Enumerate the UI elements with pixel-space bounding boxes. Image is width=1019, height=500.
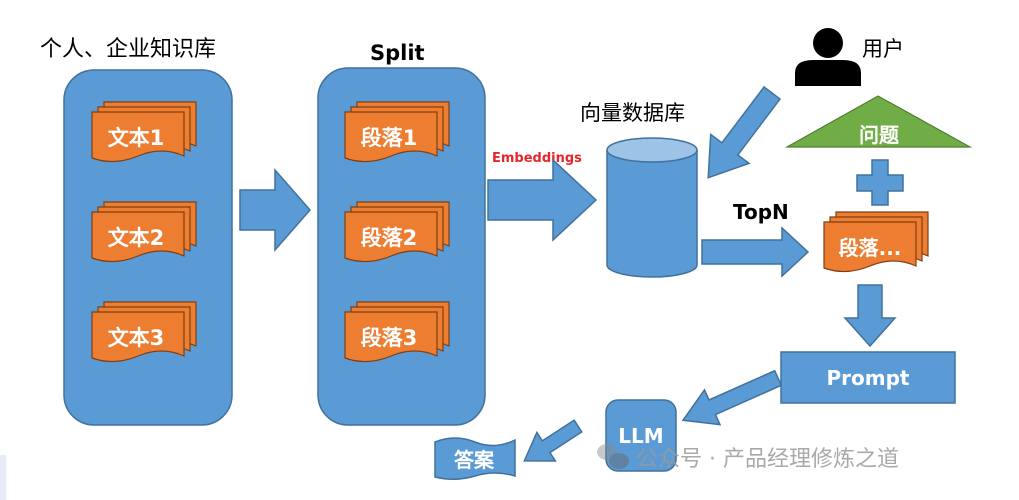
arrow-down-left-icon	[681, 369, 783, 426]
arrow-right-icon	[701, 226, 810, 278]
chunk-label: 段落3	[361, 326, 418, 350]
doc-label: 文本1	[108, 126, 165, 150]
llm-label: LLM	[618, 424, 663, 448]
watermark-text: 公众号 · 产品经理修炼之道	[636, 447, 899, 472]
database-icon	[606, 137, 698, 278]
prompt-label: Prompt	[827, 366, 910, 390]
user-icon	[795, 28, 861, 86]
llm-box	[605, 399, 677, 472]
arrow-down-left-icon	[707, 85, 782, 179]
arrow-right-icon	[239, 168, 311, 252]
chunk-stack-2: 段落2	[344, 201, 450, 263]
chunk-stack-3: 段落3	[344, 301, 450, 363]
plus-icon	[856, 159, 904, 206]
answer-banner	[434, 437, 516, 480]
arrow-down-icon	[843, 284, 897, 348]
wechat-icon	[597, 444, 629, 469]
arrow-right-icon	[487, 158, 598, 242]
doc-stack-3: 文本3	[91, 301, 197, 363]
doc-stack-2: 文本2	[91, 201, 197, 263]
prompt-box	[780, 351, 956, 404]
answer-label: 答案	[454, 448, 495, 472]
question-label: 问题	[859, 123, 900, 147]
doc-stack-1: 文本1	[91, 101, 197, 163]
chunk-label: 段落1	[361, 126, 418, 150]
knowledge-base-title: 个人、企业知识库	[40, 37, 216, 62]
vector-db-label: 向量数据库	[580, 101, 685, 125]
doc-label: 文本2	[108, 226, 165, 250]
topn-label: TopN	[733, 200, 789, 224]
chunk-label: 段落2	[361, 226, 418, 250]
user-label: 用户	[862, 37, 904, 61]
embeddings-label: Embeddings	[492, 151, 582, 166]
chunk-stack-1: 段落1	[344, 101, 450, 163]
split-label: Split	[370, 41, 425, 65]
question-triangle	[784, 95, 973, 148]
arrow-down-left-icon	[523, 419, 583, 462]
retrieved-chunk-label: 段落...	[839, 236, 902, 260]
doc-label: 文本3	[108, 326, 165, 350]
edge-strip	[0, 455, 6, 500]
retrieved-chunk-stack: 段落...	[823, 211, 929, 273]
